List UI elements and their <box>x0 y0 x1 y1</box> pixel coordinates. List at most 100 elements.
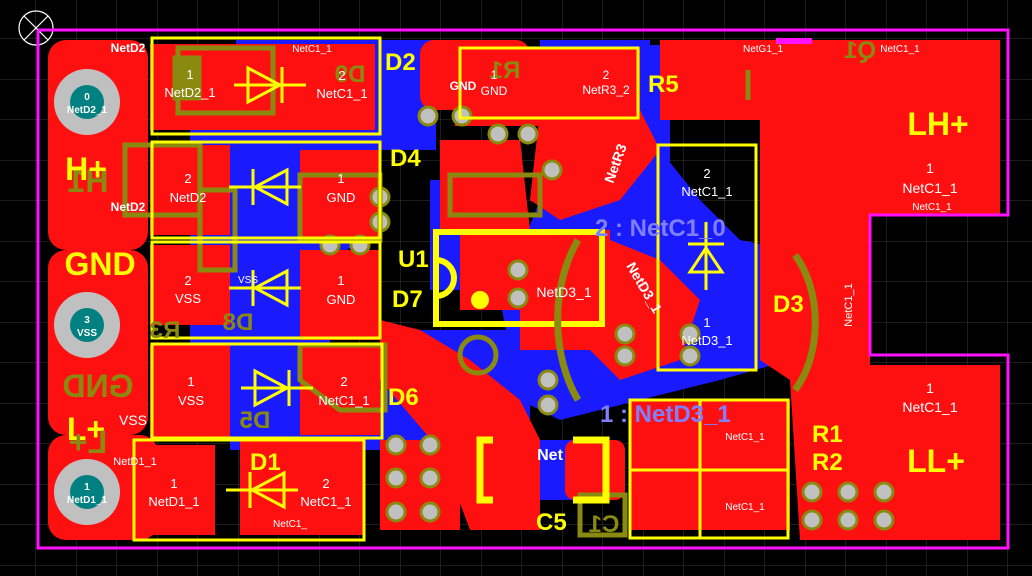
d1-designator: D1 <box>250 449 281 476</box>
via[interactable] <box>417 105 439 127</box>
d6-designator: D6 <box>388 384 419 411</box>
via[interactable] <box>419 501 441 523</box>
d2-pad2-number: 2 <box>338 68 345 83</box>
d7-pad1-number: 2 <box>184 273 191 288</box>
origin-crosshair-icon[interactable] <box>18 10 54 46</box>
via[interactable] <box>614 345 636 367</box>
diode-symbol <box>226 470 298 510</box>
r3-bottom-designator: R3 <box>150 317 181 344</box>
netc1-bottom-text: NetC1_ <box>273 519 307 530</box>
l1-pad-number: 1 <box>84 482 90 493</box>
via[interactable] <box>837 481 859 503</box>
h1-mount-hole[interactable] <box>54 69 120 135</box>
via[interactable] <box>487 123 509 145</box>
via[interactable] <box>385 501 407 523</box>
d1-pad1-number: 1 <box>170 476 177 491</box>
via[interactable] <box>451 105 473 127</box>
d2-pad1-net: NetD2_1 <box>164 85 215 100</box>
q1-designator: Q1 <box>844 37 876 64</box>
top-silkscreen <box>132 36 819 542</box>
u1-outline[interactable] <box>433 229 605 327</box>
d4-outline[interactable] <box>150 140 382 240</box>
netc1-tr-text: NetC1_1 <box>880 44 920 55</box>
via[interactable] <box>801 509 823 531</box>
r5-outline[interactable] <box>458 46 640 120</box>
h1-pad-net: NetD2_1 <box>67 105 107 116</box>
vss-mount-hole[interactable] <box>54 292 120 358</box>
via[interactable] <box>419 467 441 489</box>
d1-outline[interactable] <box>132 438 366 542</box>
netc1-vert-text: NetC1_1 <box>843 283 855 326</box>
diode-symbol <box>229 268 301 308</box>
r2-designator: R2 <box>812 449 843 476</box>
r1-designator: R1 <box>812 421 843 448</box>
d7-pad2-number: 1 <box>337 273 344 288</box>
vss-left-text: VSS <box>119 412 147 428</box>
via[interactable] <box>541 159 563 181</box>
via[interactable] <box>507 287 529 309</box>
netd1-text: NetD1_1 <box>113 456 156 468</box>
netd2-mid-text: NetD2 <box>111 200 146 214</box>
d3-pad2-net: NetC1_1 <box>681 184 732 199</box>
d6-pad2-number: 2 <box>340 374 347 389</box>
lh-plus-label: LH+ <box>907 106 968 142</box>
gnd-label: GND <box>64 246 135 282</box>
d6-pad2-net: NetC1_1 <box>318 393 369 408</box>
h-plus-label: H+ <box>65 151 107 187</box>
ll-pad-number: 1 <box>926 380 934 396</box>
via[interactable] <box>385 467 407 489</box>
d2-outline[interactable] <box>150 36 382 136</box>
netc1-top-text: NetC1_1 <box>292 44 332 55</box>
via[interactable] <box>507 259 529 281</box>
diode-symbol <box>229 167 301 207</box>
via[interactable] <box>614 323 636 345</box>
h1-pad-number: 0 <box>84 92 90 103</box>
via[interactable] <box>419 434 441 456</box>
via[interactable] <box>537 369 559 391</box>
board-outline <box>36 28 1010 550</box>
r5-pad1-number: 1 <box>491 68 498 82</box>
d3-pad2-number: 2 <box>703 166 710 181</box>
via[interactable] <box>385 434 407 456</box>
via[interactable] <box>679 323 701 345</box>
r1-bottom-designator: R1 <box>490 57 521 84</box>
d3-outline[interactable] <box>656 143 758 372</box>
l1-mount-hole[interactable] <box>54 459 120 525</box>
gnd-bottom-label: GND <box>62 368 133 404</box>
via[interactable] <box>517 123 539 145</box>
c1-pad-b-net: NetC1_1 <box>725 502 765 513</box>
via[interactable] <box>537 394 559 416</box>
diode-symbol <box>241 368 313 408</box>
l-plus-label: L+ <box>67 411 105 447</box>
d1-pad2-number: 2 <box>322 476 329 491</box>
r5-pad1-net: GND <box>481 84 508 98</box>
d1-pad1-net: NetD1_1 <box>148 494 199 509</box>
via[interactable] <box>679 345 701 367</box>
net-1-label: 1 : NetD3_1 <box>600 401 731 428</box>
mounting-holes <box>54 69 120 525</box>
outline-marker <box>776 38 812 44</box>
d4-pad2-number: 1 <box>337 171 344 186</box>
lh-pad-net: NetC1_1 <box>902 180 957 196</box>
c1-pad-a-net: NetC1_1 <box>725 432 765 443</box>
d3-pad1-net: NetD3_1 <box>681 333 732 348</box>
via[interactable] <box>873 509 895 531</box>
diode-symbol <box>234 65 306 105</box>
netd2-top-text: NetD2 <box>111 41 146 55</box>
d4-designator: D4 <box>390 145 421 172</box>
d3-pad1-number: 1 <box>703 315 710 330</box>
via[interactable] <box>873 481 895 503</box>
d2-designator: D2 <box>385 49 416 76</box>
h1-designator: H1 <box>68 163 109 199</box>
u1-designator: U1 <box>398 246 429 273</box>
l1-pad-net: NetD1_1 <box>67 495 107 506</box>
d7-outline[interactable] <box>150 240 382 340</box>
via[interactable] <box>837 509 859 531</box>
diode-symbol-d3 <box>687 222 725 290</box>
ll-plus-label: LL+ <box>907 443 965 479</box>
via[interactable] <box>801 481 823 503</box>
d7-designator: D7 <box>392 286 423 313</box>
d6-outline[interactable] <box>150 342 384 440</box>
